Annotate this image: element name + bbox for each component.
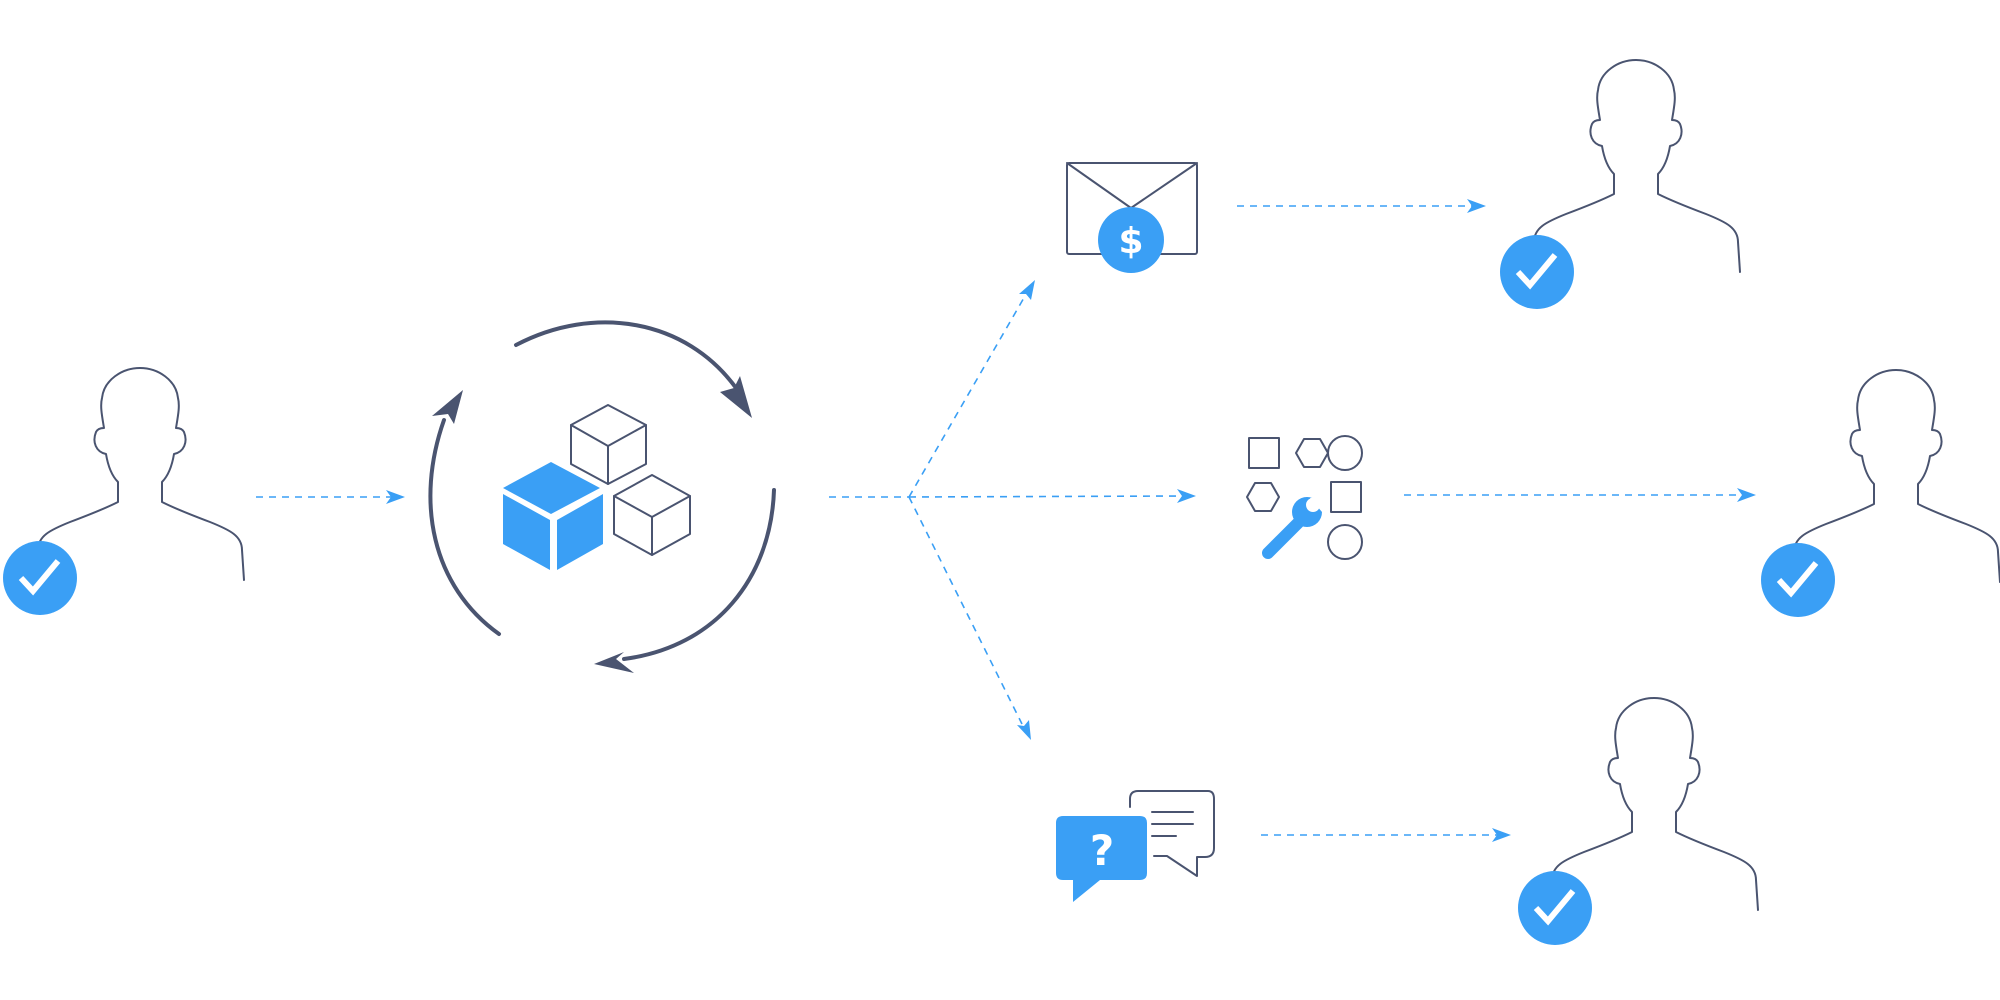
user-silhouette-icon — [1533, 59, 1741, 273]
user-silhouette-icon — [1551, 697, 1759, 911]
question-glyph: ? — [1090, 826, 1114, 875]
cube-small-top — [570, 404, 647, 485]
user-billing — [1500, 59, 1741, 309]
user-silhouette-icon — [1793, 369, 2000, 583]
user-silhouette-icon — [37, 367, 245, 581]
arrow-user-to-cycle — [256, 490, 405, 504]
check-badge-icon — [1500, 235, 1574, 309]
arrow-billing-to-user — [1237, 199, 1486, 213]
arrow-to-help — [908, 496, 1031, 740]
arrow-help-to-user — [1261, 828, 1511, 842]
user-help — [1518, 697, 1759, 945]
cube-small-right — [613, 474, 691, 556]
check-badge-icon — [1761, 543, 1835, 617]
envelope-dollar-icon: $ — [1066, 162, 1198, 273]
circular-arrows-icon — [428, 320, 776, 673]
document-lines-icon — [1151, 811, 1194, 837]
arrow-to-billing — [908, 280, 1035, 498]
cube-large-blue — [503, 462, 603, 570]
arrow-support-to-user — [1404, 488, 1756, 502]
user-support — [1761, 369, 2000, 617]
check-badge-icon — [3, 541, 77, 615]
chat-question-icon: ? — [1056, 790, 1215, 902]
dollar-glyph: $ — [1118, 221, 1143, 262]
check-badge-icon — [1518, 871, 1592, 945]
cubes-icon — [503, 404, 691, 570]
tools-shapes-icon — [1246, 435, 1363, 560]
user-source — [3, 367, 245, 615]
arrow-to-support — [908, 489, 1196, 503]
wrench-icon — [1262, 496, 1324, 559]
branch-arrows — [829, 280, 1196, 740]
